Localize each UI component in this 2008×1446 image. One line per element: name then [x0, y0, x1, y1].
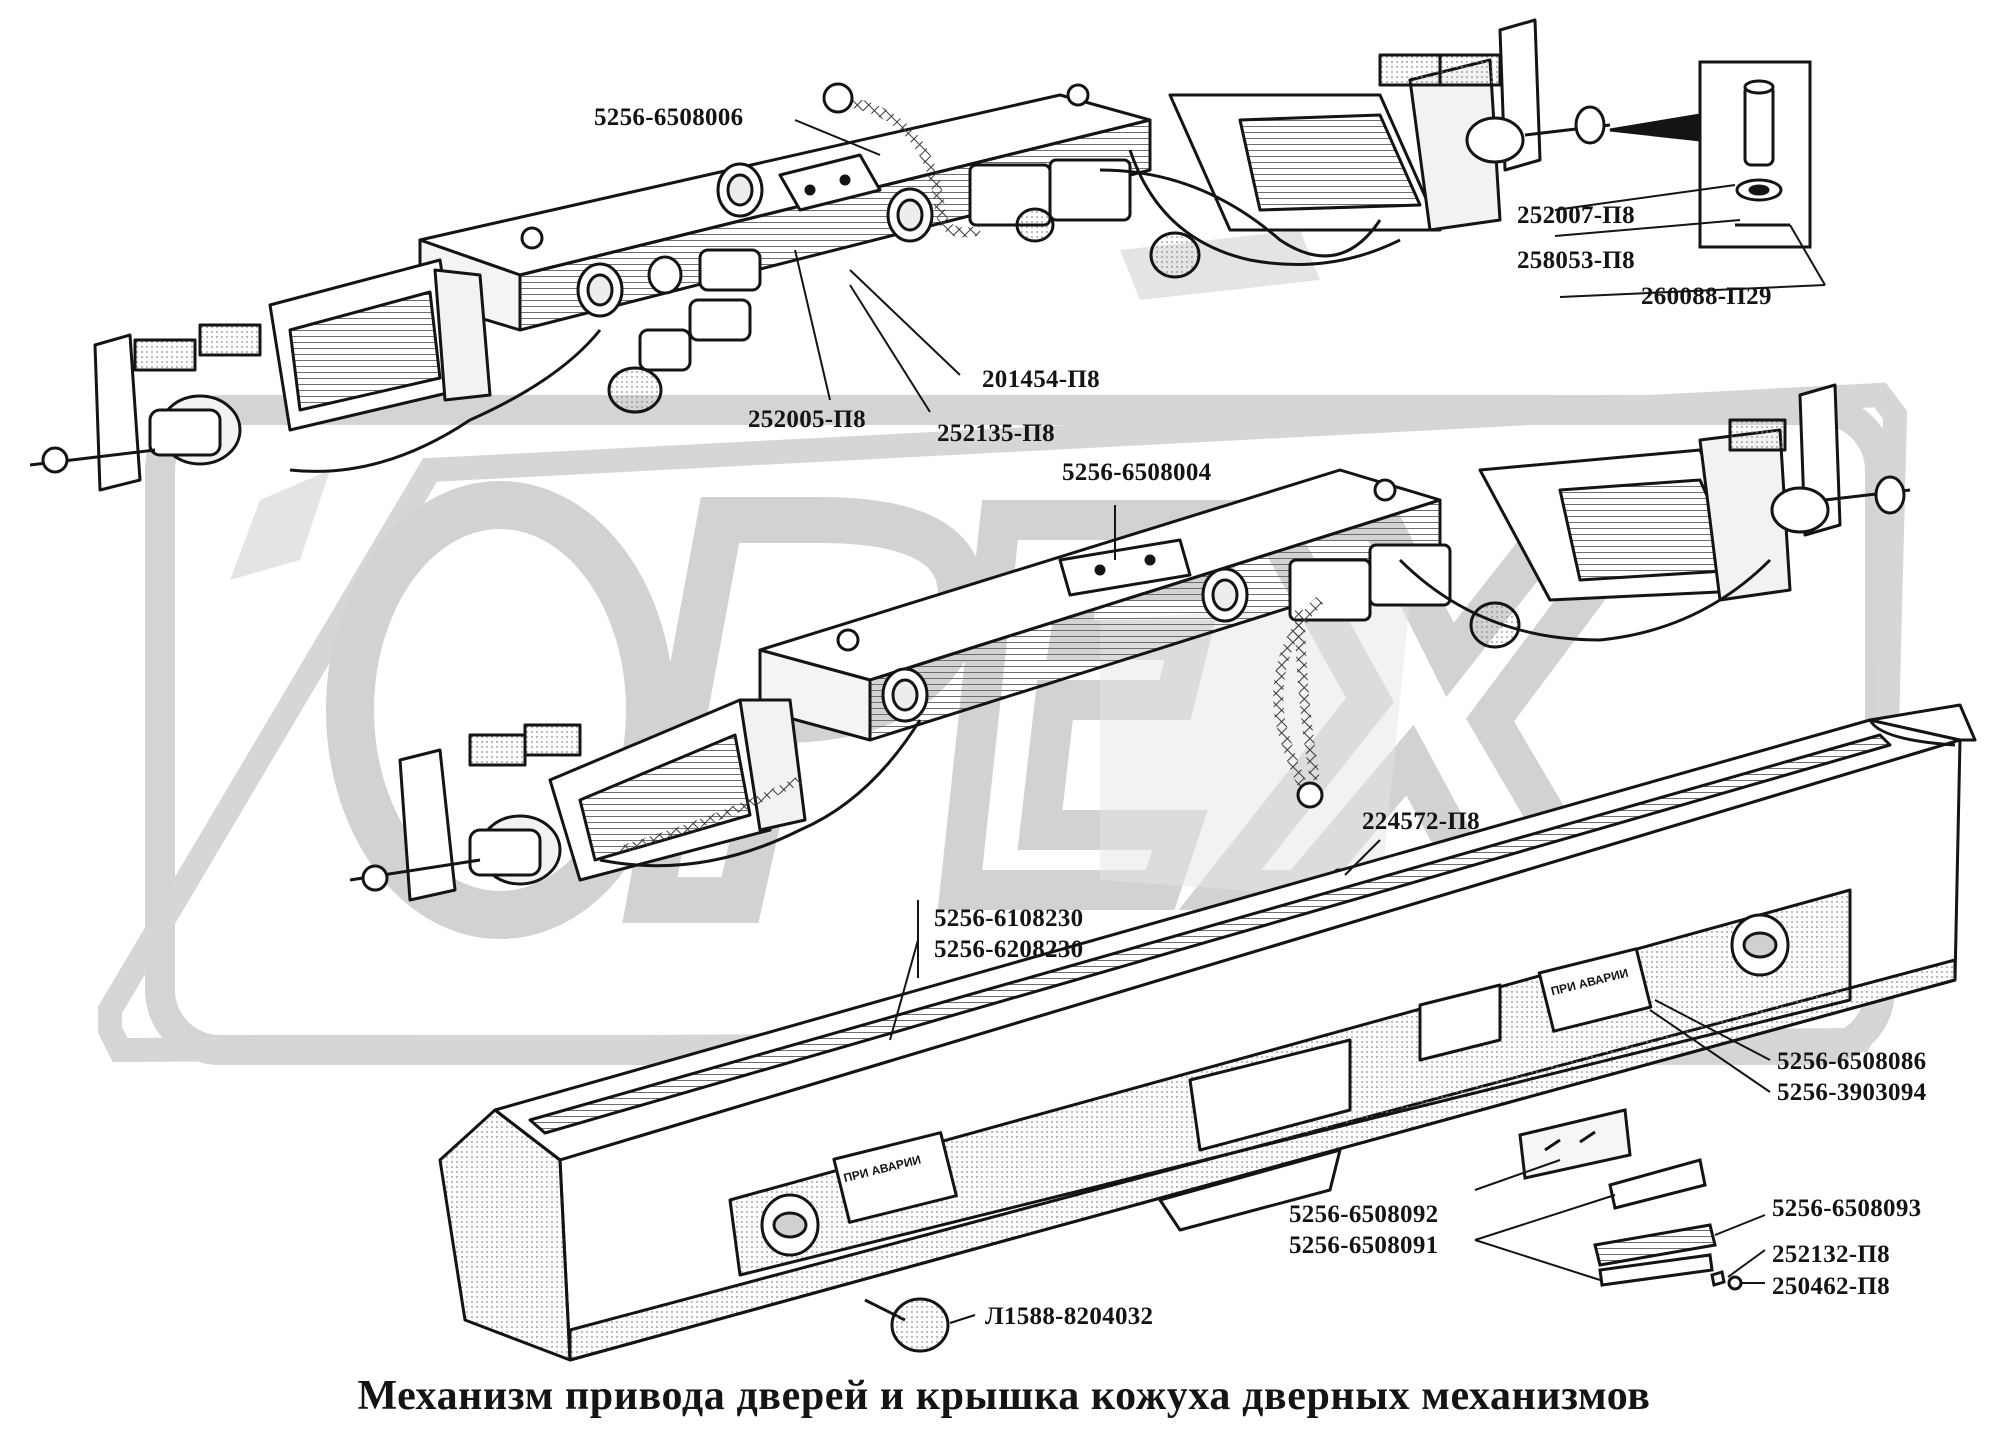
part-label-5256-6508093: 5256-6508093 [1772, 1195, 1922, 1222]
part-label-260088-p29: 260088-П29 [1641, 283, 1772, 310]
part-label-5256-6508091: 5256-6508091 [1289, 1232, 1439, 1259]
part-label-252005-p8: 252005-П8 [748, 406, 866, 433]
part-label-l1588-8204032: Л1588-8204032 [985, 1303, 1154, 1330]
part-label-5256-6508086: 5256-6508086 [1777, 1048, 1927, 1075]
mechanism-cover: ПРИ АВАРИИ ПРИ АВАРИИ [438, 703, 1977, 1362]
part-label-5256-6508092: 5256-6508092 [1289, 1201, 1439, 1228]
leader-lines [794, 119, 1826, 1324]
part-label-5256-6208230: 5256-6208230 [934, 936, 1084, 963]
part-label-252132-p8: 252132-П8 [1772, 1241, 1890, 1268]
part-label-252135-p8: 252135-П8 [937, 420, 1055, 447]
part-label-224572-p8: 224572-П8 [1362, 808, 1480, 835]
loose-parts [864, 1108, 1743, 1353]
lower-door-mechanism [349, 383, 1911, 902]
part-label-5256-6108230: 5256-6108230 [934, 905, 1084, 932]
part-label-5256-6508004: 5256-6508004 [1062, 459, 1212, 486]
part-label-201454-p8: 201454-П8 [982, 366, 1100, 393]
pin-detail-inset [1609, 60, 1812, 249]
part-label-5256-6508006: 5256-6508006 [594, 104, 744, 131]
part-label-252007-p8: 252007-П8 [1517, 202, 1635, 229]
upper-door-mechanism [29, 18, 1611, 492]
part-label-250462-p8: 250462-П8 [1772, 1273, 1890, 1300]
diagram-caption: Механизм привода дверей и крышка кожуха … [357, 1373, 1651, 1419]
part-label-258053-p8: 258053-П8 [1517, 247, 1635, 274]
part-label-5256-3903094: 5256-3903094 [1777, 1079, 1927, 1106]
